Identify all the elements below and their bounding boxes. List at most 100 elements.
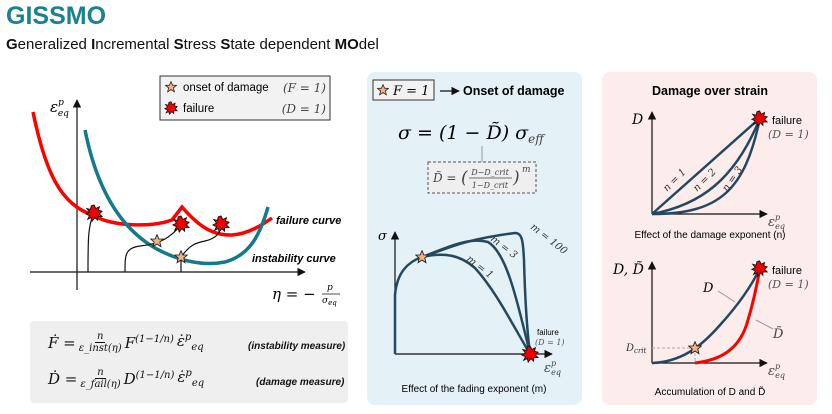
rate: ε̇ xyxy=(177,368,186,386)
leader-line xyxy=(717,290,736,303)
failure-condition: (D = 1) xyxy=(768,128,809,141)
dtilde-definition-box xyxy=(427,161,537,194)
damage-exponent-caption: Effect of the damage exponent (n) xyxy=(634,230,785,241)
curve-d xyxy=(651,267,762,365)
subtitle-part: del xyxy=(358,36,379,53)
fading-exponent-section: F = 1 Onset of damage σ = (1 − D̃) σeff … xyxy=(372,79,570,395)
failure-label: failure xyxy=(772,115,802,127)
curve-n-1 xyxy=(651,117,761,215)
damage-heading: Damage over strain xyxy=(652,84,768,98)
formula-term: D(1−1/n) xyxy=(124,370,175,388)
failure-burst-icon xyxy=(751,260,768,277)
curve-dtilde xyxy=(694,267,762,365)
onset-badge-label: F = 1 xyxy=(392,84,429,99)
exponent: (1−1/n) xyxy=(135,333,174,345)
rate-term: ε̇peq xyxy=(177,368,204,389)
y-axis-label: D xyxy=(631,112,643,128)
dtilde-curve-label: D̃ xyxy=(772,326,784,342)
paren: ) xyxy=(512,168,520,188)
stress-equation: σ = (1 − D̃) σeff xyxy=(398,122,546,146)
page-subtitle: Generalized Incremental Stress State dep… xyxy=(6,36,379,53)
dtilde-exponent: m xyxy=(522,165,531,175)
exponent: (1−1/n) xyxy=(135,369,175,381)
fading-exponent-caption: Effect of the fading exponent (m) xyxy=(402,384,547,395)
formula-lhs: Ḟ = xyxy=(48,333,76,352)
base: F xyxy=(124,333,136,352)
x-axis-label-denominator: σeq xyxy=(322,296,337,307)
subtitle-part: ncremental xyxy=(95,36,174,53)
curve-n-2 xyxy=(651,117,762,216)
dtilde-denominator: 1−D_crit xyxy=(472,181,509,190)
onset-badge xyxy=(372,79,435,101)
dtilde-lhs: D̃ = xyxy=(432,170,457,185)
curve-label-m-100: m = 100 xyxy=(528,222,569,258)
rate-sub: eq xyxy=(191,342,204,353)
failure-condition: (D = 1) xyxy=(535,338,565,347)
legend-onset-label: onset of damage xyxy=(183,82,269,94)
failure-condition: (D = 1) xyxy=(768,278,809,291)
formula-term: F(1−1/n) xyxy=(125,334,174,352)
numerator: n xyxy=(95,331,106,343)
failure-burst-icon xyxy=(751,110,768,127)
y-axis-label: D, D̃ xyxy=(612,260,644,278)
rate-sup: p xyxy=(184,332,192,343)
legend-failure-condition: (D = 1) xyxy=(282,102,327,116)
failure-burst-icon xyxy=(521,345,539,363)
instability-curve-label: instability curve xyxy=(252,253,336,265)
paren: ( xyxy=(461,168,468,188)
legend-failure-label: failure xyxy=(183,103,214,115)
failure-curve-label: failure curve xyxy=(276,215,341,227)
curve-m-3 xyxy=(421,239,532,355)
curve-label-n-1: n = 1 xyxy=(661,167,688,194)
onset-of-damage-panel xyxy=(367,72,582,405)
star-icon xyxy=(415,250,429,264)
dcrit-label: Dcrit xyxy=(625,343,647,355)
curve-m-100 xyxy=(393,231,532,355)
curve-n-3 xyxy=(651,117,762,216)
subtitle-part: I xyxy=(91,36,96,53)
load-path xyxy=(87,212,95,273)
subtitle-part: MO xyxy=(334,36,359,53)
curve-label-m-1: m = 1 xyxy=(464,254,495,282)
instability-note: (instability measure) xyxy=(248,341,346,352)
dtilde-numerator: D−D_crit xyxy=(470,168,509,177)
rate-sup: p xyxy=(185,368,192,379)
failure-burst-icon xyxy=(212,215,230,233)
subtitle-part: eneralized xyxy=(17,36,92,53)
damage-over-strain-panel xyxy=(602,72,817,405)
subtitle-part: G xyxy=(6,36,18,53)
denominator: ε_inst(η) xyxy=(78,343,122,354)
subtitle-part: S xyxy=(173,36,184,53)
curve-label-n-3: n = 3 xyxy=(720,165,745,194)
curve-label-n-2: n = 2 xyxy=(691,167,718,194)
page-title: GISSMO xyxy=(6,2,107,30)
y-axis-label: σ xyxy=(378,229,388,244)
base: D xyxy=(123,369,136,388)
numerator: n xyxy=(95,367,106,379)
x-axis-label: η = − xyxy=(272,285,316,303)
formula-lhs: Ḋ = xyxy=(48,369,78,388)
onset-heading: Onset of damage xyxy=(463,84,564,98)
x-axis-label-numerator: p xyxy=(327,283,333,293)
failure-label: failure xyxy=(772,265,802,277)
damage-note: (damage measure) xyxy=(256,377,345,388)
load-path xyxy=(124,224,182,273)
subtitle-part: tress xyxy=(183,36,221,53)
failure-label: failure xyxy=(537,328,559,337)
rate-sub: eq xyxy=(191,378,205,389)
leader-line xyxy=(755,319,774,330)
subtitle-part: tate dependent xyxy=(230,36,335,53)
failure-curve xyxy=(31,111,274,237)
